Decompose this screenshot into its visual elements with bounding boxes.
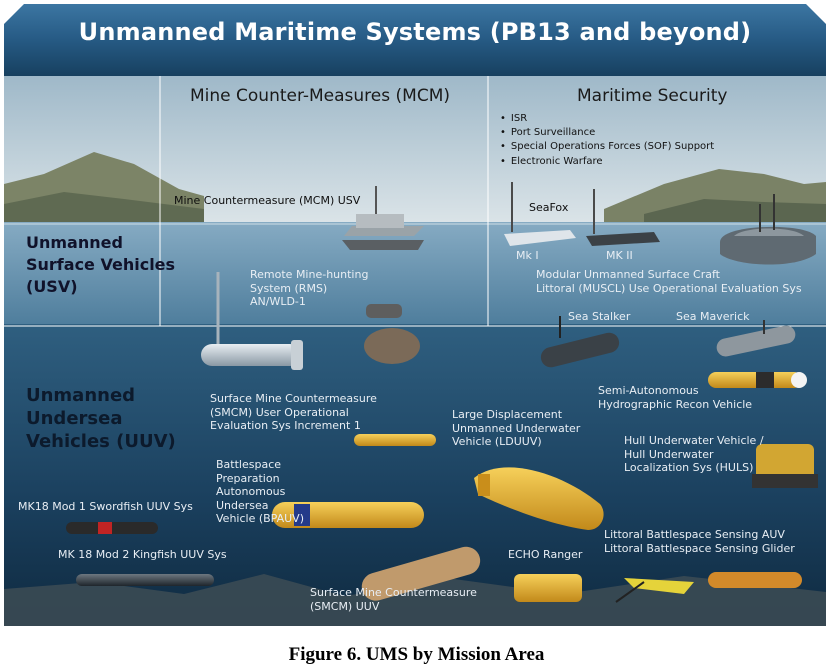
label-smcm-inc1: Surface Mine Countermeasure(SMCM) User O… bbox=[210, 392, 377, 432]
kingfish-vehicle bbox=[76, 574, 214, 586]
mcm-usv-vessel bbox=[342, 186, 424, 250]
smcm-uuv-vehicle bbox=[361, 546, 481, 601]
label-kingfish: MK 18 Mod 2 Kingfish UUV Sys bbox=[58, 548, 227, 561]
bullet-item: Port Surveillance bbox=[500, 126, 714, 140]
poster-title: Unmanned Maritime Systems (PB13 and beyo… bbox=[78, 18, 752, 46]
column-heading-mcm: Mine Counter-Measures (MCM) bbox=[190, 86, 450, 106]
row-heading-uuv: Unmanned Undersea Vehicles (UUV) bbox=[26, 385, 176, 452]
poster: Unmanned Maritime Systems (PB13 and beyo… bbox=[4, 4, 826, 626]
label-mcm-usv: Mine Countermeasure (MCM) USV bbox=[174, 194, 361, 207]
rms-tow-body bbox=[364, 304, 420, 364]
swordfish-vehicle bbox=[66, 522, 158, 534]
smcm-inc1-vehicle bbox=[354, 434, 436, 446]
label-echo-ranger: ECHO Ranger bbox=[508, 548, 583, 561]
seafox-mk1-vessel bbox=[504, 182, 576, 246]
rms-vehicle bbox=[201, 272, 303, 370]
muscl-vessel bbox=[720, 194, 816, 265]
echo-ranger-vehicle bbox=[514, 574, 582, 602]
label-huls: Hull Underwater Vehicle /Hull Underwater… bbox=[624, 434, 764, 474]
poster-background bbox=[4, 4, 826, 626]
figure-caption: Figure 6. UMS by Mission Area bbox=[288, 644, 545, 665]
label-mk2: MK II bbox=[606, 249, 633, 262]
label-smcm-uuv: Surface Mine Countermeasure(SMCM) UUV bbox=[310, 586, 477, 613]
label-swordfish: MK18 Mod 1 Swordfish UUV Sys bbox=[18, 500, 193, 513]
lbs-vehicles bbox=[615, 572, 802, 603]
semi-autonomous-vehicle bbox=[708, 372, 807, 388]
sea-stalker-vehicle bbox=[540, 316, 620, 368]
bullet-item: ISR bbox=[500, 112, 714, 126]
seafox-mk2-vessel bbox=[586, 189, 660, 246]
lduuv-vehicle bbox=[474, 467, 604, 530]
security-bullet-list: ISR Port Surveillance Special Operations… bbox=[500, 112, 714, 169]
label-mk1: Mk I bbox=[516, 249, 539, 262]
column-heading-security: Maritime Security bbox=[577, 86, 728, 106]
huls-vehicle bbox=[752, 444, 818, 488]
label-sea-maverick: Sea Maverick bbox=[676, 310, 750, 323]
label-seafox: SeaFox bbox=[529, 201, 569, 214]
bpauv-vehicle bbox=[272, 502, 424, 528]
row-heading-usv: Unmanned Surface Vehicles (USV) bbox=[26, 233, 176, 296]
label-sea-stalker: Sea Stalker bbox=[568, 310, 631, 323]
sea-maverick-vehicle bbox=[716, 320, 796, 357]
bullet-item: Special Operations Forces (SOF) Support bbox=[500, 140, 714, 154]
bullet-item: Electronic Warfare bbox=[500, 155, 714, 169]
